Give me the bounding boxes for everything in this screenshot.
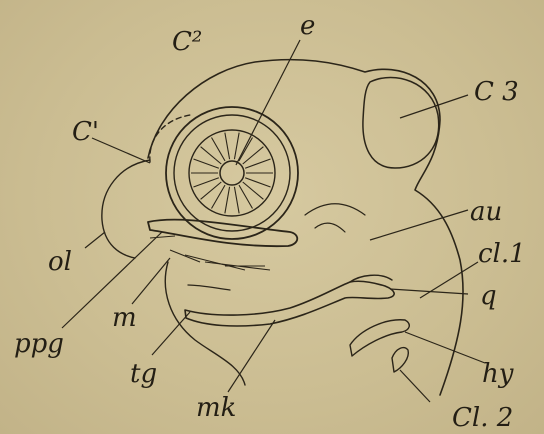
label-hy: hy bbox=[482, 359, 514, 389]
label-m: m bbox=[112, 303, 137, 333]
label-c1: C' bbox=[72, 117, 99, 147]
lens-ray bbox=[234, 133, 239, 160]
label-ol: ol bbox=[48, 247, 72, 277]
cleft-1 bbox=[350, 320, 409, 356]
lower-jaw bbox=[188, 285, 230, 290]
au-strokes bbox=[305, 204, 365, 232]
label-c2: C² bbox=[172, 27, 202, 57]
lens-ray bbox=[245, 159, 270, 168]
lens-ray bbox=[225, 187, 230, 214]
label-mk: mk bbox=[196, 393, 236, 423]
label-e: e bbox=[300, 11, 315, 41]
leader-ol bbox=[85, 232, 105, 248]
leader-mk bbox=[228, 320, 275, 392]
leader-c1 bbox=[92, 138, 150, 163]
lens-ray bbox=[234, 187, 239, 214]
label-au: au bbox=[470, 197, 502, 227]
c1-outline bbox=[150, 115, 190, 162]
leader-e bbox=[236, 40, 300, 165]
leader-c3 bbox=[400, 95, 468, 118]
leader-hy bbox=[405, 332, 485, 363]
lens-ray bbox=[245, 178, 270, 187]
leader-cl2 bbox=[400, 370, 430, 402]
label-cl1: cl.1 bbox=[478, 239, 526, 269]
label-tg: tg bbox=[130, 359, 157, 389]
label-c3: C 3 bbox=[474, 77, 519, 107]
leader-m bbox=[132, 258, 170, 304]
label-q: q bbox=[480, 281, 497, 311]
lens-ray bbox=[225, 133, 230, 160]
leader-tg bbox=[152, 312, 190, 355]
label-ppg: ppg bbox=[14, 329, 64, 359]
leader-au bbox=[370, 210, 468, 240]
label-cl2: Cl. 2 bbox=[452, 403, 513, 433]
lens-ray bbox=[193, 159, 218, 168]
leader-q bbox=[390, 289, 468, 294]
lens-ray bbox=[193, 178, 218, 187]
cleft-2 bbox=[392, 348, 408, 372]
c3-vesicle bbox=[363, 77, 439, 168]
front-outline bbox=[102, 160, 150, 258]
